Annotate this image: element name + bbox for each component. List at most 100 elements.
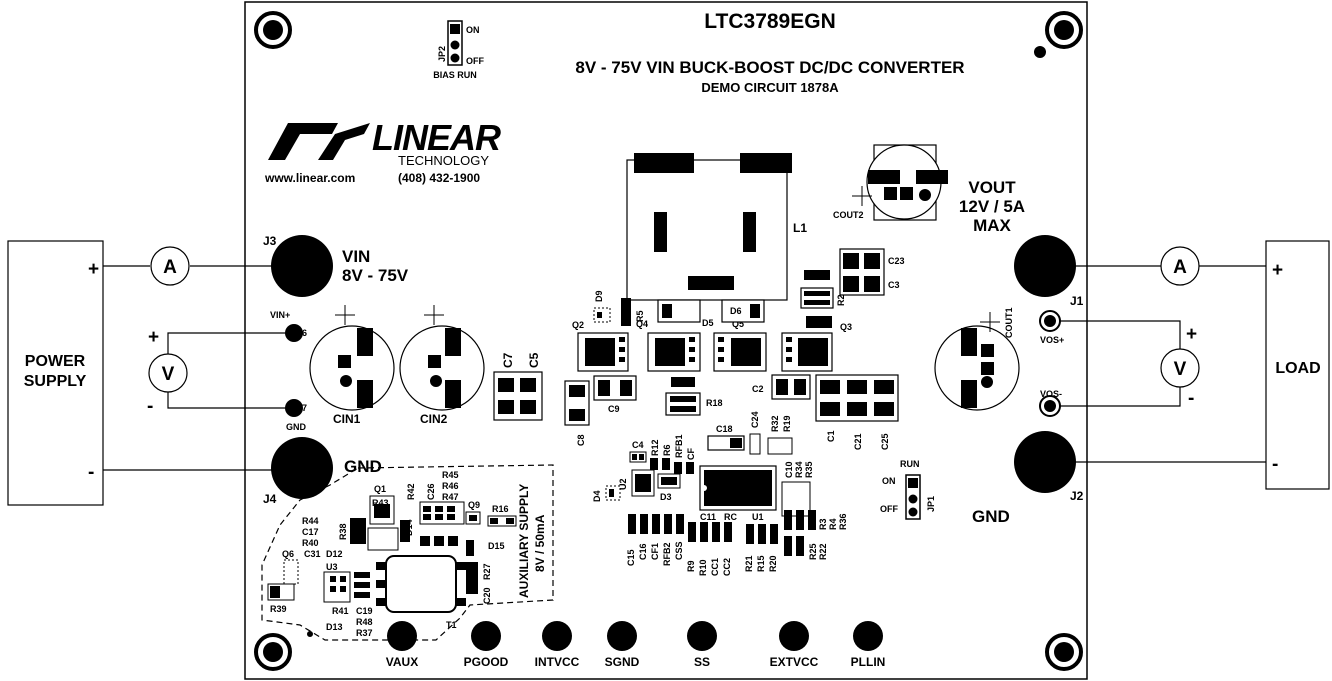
terminal-gnd-in[interactable] bbox=[271, 437, 333, 499]
turret-vin-plus-label: VIN+ bbox=[270, 310, 290, 320]
passive-array-left bbox=[628, 514, 684, 534]
c5-label: C5 bbox=[527, 352, 541, 368]
u2-label: U2 bbox=[618, 478, 628, 490]
mosfet-q4 bbox=[647, 332, 701, 372]
r46-label: R46 bbox=[442, 481, 459, 491]
c4-capacitor bbox=[629, 451, 647, 463]
test-point-vaux[interactable] bbox=[387, 621, 417, 651]
r39-resistor bbox=[267, 583, 295, 601]
terminal-vin-ref: J3 bbox=[263, 234, 277, 248]
linear-logo-icon bbox=[268, 123, 370, 160]
terminal-vin-range: 8V - 75V bbox=[342, 266, 409, 285]
cc1-label: CC1 bbox=[710, 558, 720, 576]
cin2-capacitor bbox=[399, 305, 485, 411]
turret-gnd-sense[interactable] bbox=[285, 399, 303, 417]
terminal-gnd-out[interactable] bbox=[1014, 431, 1076, 493]
d3-label: D3 bbox=[660, 492, 672, 502]
turret-e7-label: 7 bbox=[302, 403, 307, 413]
jumper-jp2[interactable] bbox=[447, 20, 463, 66]
c4-label: C4 bbox=[632, 440, 644, 450]
q5-label: Q5 bbox=[732, 319, 744, 329]
c2-label: C2 bbox=[752, 384, 764, 394]
output-ammeter-label: A bbox=[1173, 257, 1187, 278]
r22-label: R22 bbox=[818, 543, 828, 560]
q1-label: Q1 bbox=[374, 484, 386, 494]
test-point-extvcc[interactable] bbox=[779, 621, 809, 651]
turret-vin-plus[interactable] bbox=[285, 324, 303, 342]
c8-capacitor bbox=[564, 380, 590, 426]
input-voltmeter-label: V bbox=[162, 364, 175, 385]
q4-label: Q4 bbox=[636, 319, 648, 329]
css-label: CSS bbox=[674, 541, 684, 560]
r18-resistor bbox=[665, 377, 701, 416]
test-point-pllin[interactable] bbox=[853, 621, 883, 651]
cout2-capacitor bbox=[852, 144, 948, 221]
turret-vos-minus[interactable] bbox=[1039, 395, 1061, 417]
jp2-caption: BIAS RUN bbox=[433, 70, 477, 80]
input-voltmeter-icon bbox=[148, 353, 188, 393]
terminal-vout[interactable] bbox=[1014, 235, 1076, 297]
input-voltmeter-plus: + bbox=[148, 327, 159, 348]
r35-label: R35 bbox=[804, 461, 814, 478]
cin2-label: CIN2 bbox=[420, 412, 448, 426]
c8-label: C8 bbox=[576, 434, 586, 446]
q9-transistor bbox=[465, 511, 481, 525]
turret-vos-plus[interactable] bbox=[1039, 310, 1061, 332]
c17-label: C17 bbox=[302, 527, 319, 537]
load-box bbox=[1265, 240, 1330, 490]
r6-label: R6 bbox=[662, 444, 672, 456]
jp2-off-label: OFF bbox=[466, 56, 484, 66]
r4-label: R4 bbox=[828, 518, 838, 530]
q9-label: Q9 bbox=[468, 500, 480, 510]
passive-array-mid bbox=[688, 522, 732, 542]
test-point-label-ss: SS bbox=[694, 655, 710, 669]
r9-label: R9 bbox=[686, 560, 696, 572]
r34-label: R34 bbox=[794, 461, 804, 478]
jumper-jp1[interactable] bbox=[905, 474, 921, 520]
cc2-label: CC2 bbox=[722, 558, 732, 576]
c31-label: C31 bbox=[304, 549, 321, 559]
terminal-vout-label: VOUT bbox=[968, 178, 1016, 197]
terminal-vout-ref: J1 bbox=[1070, 294, 1084, 308]
r48-label: R48 bbox=[356, 617, 373, 627]
terminal-gnd-in-ref: J4 bbox=[263, 492, 277, 506]
test-point-label-pgood: PGOOD bbox=[464, 655, 509, 669]
terminal-vin[interactable] bbox=[271, 235, 333, 297]
aux-ic-block bbox=[367, 527, 399, 551]
u3-ic bbox=[323, 571, 351, 603]
r5-label: R5 bbox=[635, 310, 645, 322]
power-supply-label-1: POWER bbox=[25, 353, 86, 370]
d12-label: D12 bbox=[326, 549, 343, 559]
cf1-label: CF1 bbox=[650, 543, 660, 560]
fiducial-dot bbox=[1034, 46, 1046, 58]
test-point-sgnd[interactable] bbox=[607, 621, 637, 651]
c19-label: C19 bbox=[356, 606, 373, 616]
r47-label: R47 bbox=[442, 492, 459, 502]
q3-label: Q3 bbox=[840, 322, 852, 332]
logo-tagline: TECHNOLOGY bbox=[398, 153, 489, 168]
r45-label: R45 bbox=[442, 470, 459, 480]
terminal-vout-rating: 12V / 5A bbox=[959, 197, 1025, 216]
c18-capacitor bbox=[707, 435, 745, 451]
power-supply-label-2: SUPPLY bbox=[24, 373, 87, 390]
q3-pad bbox=[806, 316, 832, 328]
board-subtitle: 8V - 75V VIN BUCK-BOOST DC/DC CONVERTER bbox=[575, 58, 964, 77]
input-voltmeter-minus: - bbox=[147, 396, 153, 417]
q6-transistor bbox=[283, 559, 299, 585]
test-point-intvcc[interactable] bbox=[542, 621, 572, 651]
input-ammeter-icon bbox=[150, 246, 190, 286]
load-plus: + bbox=[1272, 260, 1283, 281]
d5-label: D5 bbox=[702, 318, 714, 328]
test-point-ss[interactable] bbox=[687, 621, 717, 651]
c26-label: C26 bbox=[426, 483, 436, 500]
turret-vos-minus-label: VOS- bbox=[1040, 389, 1062, 399]
jp2-on-label: ON bbox=[466, 25, 480, 35]
terminal-vout-max: MAX bbox=[973, 216, 1011, 235]
r3-label: R3 bbox=[818, 518, 828, 530]
test-point-label-sgnd: SGND bbox=[605, 655, 640, 669]
test-point-pgood[interactable] bbox=[471, 621, 501, 651]
aux-supply-outline bbox=[261, 464, 554, 641]
terminal-gnd-out-ref: J2 bbox=[1070, 489, 1084, 503]
